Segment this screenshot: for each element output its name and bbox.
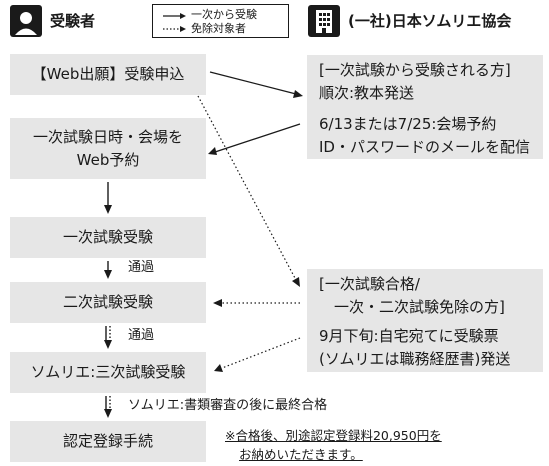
step-second-exam-label: 二次試験受験 bbox=[62, 293, 153, 311]
panel-exempt-line4: (ソムリエは職務経歴書)発送 bbox=[319, 350, 511, 368]
panel-first-line1: [一次試験から受験される方] bbox=[319, 61, 511, 79]
down-arrow-2 bbox=[104, 261, 112, 279]
pass-label-first: 通過 bbox=[128, 260, 155, 275]
legend-solid-label: 一次から受験 bbox=[191, 8, 257, 21]
final-pass-label: ソムリエ:書類審査の後に最終合格 bbox=[128, 398, 328, 413]
step-second-exam: 二次試験受験 bbox=[10, 282, 206, 323]
footnote-line2: お納めいただきます。 bbox=[239, 447, 363, 462]
panel-exempt-line1: [一次試験合格/ bbox=[319, 275, 420, 293]
step-registration: 認定登録手続 bbox=[10, 421, 206, 462]
arrow-application-to-exempt-panel bbox=[197, 95, 300, 287]
arrow-exempt-to-third-exam bbox=[214, 337, 301, 372]
association-title: (一社)日本ソムリエ協会 bbox=[348, 12, 512, 30]
footnote-line1: ※合格後、別途認定登録料20,950円を bbox=[225, 428, 442, 443]
applicant-title: 受験者 bbox=[50, 12, 96, 30]
step-first-exam-booking-line1: 一次試験日時・会場を bbox=[32, 127, 183, 146]
down-arrow-1 bbox=[104, 182, 112, 214]
panel-exempt-line3: 9月下旬:自宅宛てに受験票 bbox=[319, 327, 499, 345]
arrow-association-to-booking bbox=[208, 123, 301, 155]
building-icon bbox=[308, 5, 340, 37]
step-first-exam-booking-line2: Web予約 bbox=[76, 150, 140, 169]
panel-first-line2: 順次:教本発送 bbox=[319, 84, 415, 102]
step-first-exam: 一次試験受験 bbox=[10, 217, 206, 258]
panel-first-line4: ID・パスワードのメールを配信 bbox=[319, 138, 530, 156]
legend-arrows bbox=[163, 13, 186, 32]
step-third-exam-label: ソムリエ:三次試験受験 bbox=[30, 363, 186, 381]
person-icon bbox=[10, 5, 42, 37]
step-third-exam: ソムリエ:三次試験受験 bbox=[10, 352, 206, 393]
legend: 一次から受験 免除対象者 bbox=[152, 4, 289, 38]
step-first-exam-label: 一次試験受験 bbox=[62, 228, 153, 246]
pass-label-second: 通過 bbox=[128, 328, 155, 343]
step-web-application: 【Web出願】受験申込 bbox=[10, 54, 206, 95]
step-first-exam-booking: 一次試験日時・会場を Web予約 bbox=[10, 118, 206, 179]
panel-first-exam-applicants: [一次試験から受験される方] 順次:教本発送 6/13または7/25:会場予約 … bbox=[307, 55, 543, 159]
panel-exempt-applicants: [一次試験合格/ 一次・二次試験免除の方] 9月下旬:自宅宛てに受験票 (ソムリ… bbox=[307, 269, 543, 372]
step-web-application-label: 【Web出願】受験申込 bbox=[31, 65, 185, 83]
legend-dotted-label: 免除対象者 bbox=[191, 22, 246, 35]
down-arrow-4 bbox=[104, 396, 112, 418]
step-registration-label: 認定登録手続 bbox=[62, 432, 153, 450]
panel-exempt-line2: 一次・二次試験免除の方] bbox=[319, 298, 505, 316]
panel-first-line3: 6/13または7/25:会場予約 bbox=[319, 115, 497, 133]
arrow-exempt-to-second-exam bbox=[213, 299, 300, 307]
down-arrow-3 bbox=[104, 326, 112, 349]
arrow-application-to-association bbox=[209, 71, 303, 98]
footnote: ※合格後、別途認定登録料20,950円を お納めいただきます。 bbox=[225, 426, 442, 464]
